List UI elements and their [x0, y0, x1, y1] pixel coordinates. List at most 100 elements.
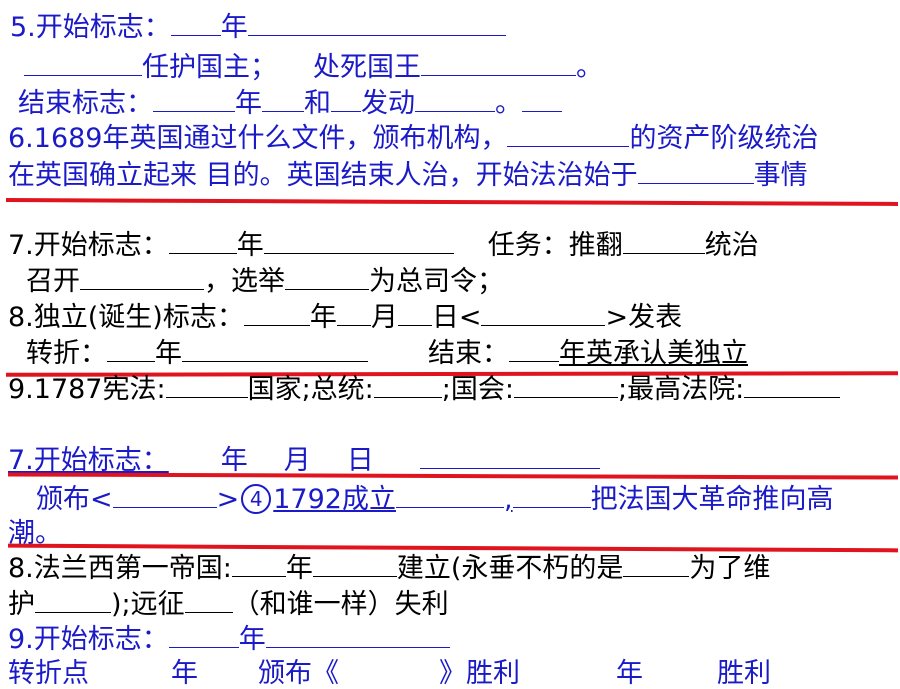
blank [263, 252, 454, 254]
line-8-turning: 转折： 年 结束： 年英承认美独立 [26, 340, 748, 367]
text: 年 [309, 302, 337, 333]
line-8-independence: 8.独立(诞生)标志：年月日<>发表 [8, 304, 682, 331]
text: 9.1787宪法: [8, 374, 166, 405]
text: （和谁一样）失利 [232, 589, 449, 620]
blank [168, 646, 239, 648]
blank [512, 506, 591, 508]
red-divider [5, 198, 899, 206]
blank [231, 575, 286, 577]
blank [182, 360, 368, 362]
text: 建立(永垂不朽的是 [396, 553, 624, 584]
blank [744, 396, 841, 398]
text: 把法国大革命推向高 [590, 484, 834, 515]
text: 》胜利 [439, 658, 520, 689]
text: 年英承认美独立 [559, 338, 748, 369]
circled-number: 4 [241, 484, 272, 514]
line-5-protector: 任护国主；处死国王。 [24, 54, 603, 81]
blank [507, 145, 630, 147]
blank [509, 360, 559, 362]
text: 年 [220, 12, 248, 43]
text: 7.开始标志： [8, 230, 169, 261]
text: 潮。 [8, 518, 62, 549]
text: >发表 [605, 302, 683, 333]
blank [35, 611, 111, 613]
text: 结束： [428, 338, 509, 369]
blank [80, 288, 204, 290]
text: 为总司令； [369, 266, 504, 297]
text: 国家;总统: [247, 374, 374, 405]
blank [168, 252, 237, 254]
text: 日< [431, 302, 482, 333]
text: 转折点 [8, 658, 89, 689]
text: 年 [235, 88, 262, 119]
text: 9.开始标志： [8, 624, 169, 655]
text: 8.法兰西第一帝国: [8, 553, 232, 584]
blank [419, 467, 600, 469]
text: 召开 [26, 266, 80, 297]
line-5-end: 结束标志：年和发动。 [18, 90, 562, 117]
red-divider [7, 472, 899, 480]
text: 5.开始标志： [10, 12, 171, 43]
blank [170, 34, 221, 36]
blank [24, 74, 142, 76]
text: 任务：推翻 [487, 230, 623, 261]
text: ;国会: [441, 374, 514, 405]
text: 年 [285, 553, 313, 584]
red-divider [7, 543, 899, 553]
text: 7.开始标志： [8, 445, 169, 476]
line-8-expedition: 护);远征（和谁一样）失利 [8, 591, 449, 618]
text: 为了维 [689, 553, 771, 584]
text: 。 [495, 88, 522, 119]
line-6b: 在英国确立起来 目的。英国结束人治，开始法治始于事情 [8, 162, 808, 189]
text: 月 [370, 302, 398, 333]
text: 日 [346, 445, 374, 476]
text: 年 [616, 658, 643, 689]
text: 年 [155, 338, 182, 369]
line-9-turning: 转折点 年 颁布《 》胜利 年 胜利 [8, 660, 771, 687]
text: 月 [283, 445, 311, 476]
blank [522, 110, 562, 112]
text: );远征 [111, 589, 185, 620]
line-7-france-climax: 潮。 [8, 520, 62, 547]
line-7-france-start: 7.开始标志： 年 月 日 [8, 447, 600, 474]
text: 颁布《 [258, 658, 339, 689]
blank [265, 646, 450, 648]
blank [165, 396, 248, 398]
blank [336, 324, 371, 326]
blank [285, 288, 369, 290]
text: 胜利 [717, 658, 771, 689]
text: 结束标志： [18, 88, 153, 119]
blank [107, 360, 155, 362]
text: 6.1689年英国通过什么文件，颁布机构， [8, 123, 508, 154]
blank [622, 252, 705, 254]
line-6a: 6.1689年英国通过什么文件，颁布机构， 的资产阶级统治 [8, 125, 818, 152]
blank [637, 182, 754, 184]
blank [421, 74, 576, 76]
blank [112, 506, 217, 508]
blank [415, 110, 495, 112]
text: 年 [238, 624, 266, 655]
line-7-congress: 召开 ，选举 为总司令； [26, 268, 504, 295]
blank [184, 611, 233, 613]
text: 年 [171, 658, 198, 689]
blank [397, 324, 432, 326]
text: 转折： [26, 338, 107, 369]
text: 颁布< [36, 484, 113, 515]
line-5-start: 5.开始标志： 年 [10, 14, 506, 41]
text: , [503, 484, 513, 515]
text: ;最高法院: [617, 374, 745, 405]
text: ，选举 [204, 266, 285, 297]
text: 统治 [704, 230, 759, 261]
text: 发动 [361, 88, 415, 119]
text: 年 [236, 230, 264, 261]
text: 年 [220, 445, 248, 476]
blank [481, 324, 606, 326]
text: > [216, 484, 240, 515]
text: 的资产阶级统治 [629, 123, 819, 154]
blank [373, 396, 442, 398]
blank [513, 396, 618, 398]
text: 1792成立 [273, 484, 396, 515]
text: 在英国确立起来 目的。英国结束人治，开始法治始于 [8, 160, 638, 191]
text: 处死国王 [313, 52, 421, 83]
text: 任护国主； [142, 52, 277, 83]
